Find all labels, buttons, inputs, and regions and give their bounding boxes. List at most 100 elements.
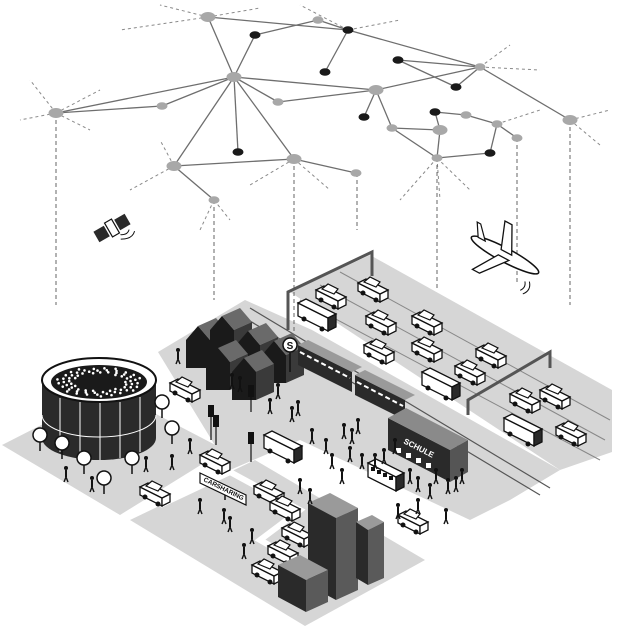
crowd-dot (120, 375, 124, 378)
network-node (562, 115, 578, 125)
network-node (386, 124, 398, 132)
network-link (277, 89, 377, 103)
crowd-dot (73, 376, 77, 380)
crowd-dot (83, 369, 86, 372)
vehicles (138, 276, 588, 586)
crowd-dot (138, 376, 142, 380)
network-spoke (159, 139, 175, 167)
crowd-dot (91, 371, 95, 375)
crowd-dot (131, 389, 135, 392)
car-icon (168, 376, 202, 404)
person-icon (381, 448, 387, 465)
crowd-dot (119, 391, 122, 395)
network-node (200, 12, 216, 22)
crowd-dot (96, 393, 99, 396)
train-car (298, 345, 352, 392)
crowd-dot (101, 390, 105, 394)
pedestrians (63, 348, 465, 560)
car-icon (453, 359, 487, 387)
crowd-dot (92, 367, 96, 371)
person-icon (237, 376, 243, 393)
stadium-icon (41, 357, 157, 460)
crowd-dot (57, 381, 60, 385)
crowd-dot (105, 369, 109, 372)
crowd-dot (73, 384, 77, 388)
network-node (232, 148, 244, 156)
network-spoke (129, 165, 175, 191)
crowd-dot (62, 377, 65, 380)
network-node (358, 113, 370, 121)
person-icon (415, 476, 421, 493)
person-icon (349, 428, 355, 445)
network-link (436, 152, 491, 159)
crowd-dot (103, 367, 106, 370)
crowd-dot (135, 385, 139, 389)
network-node (166, 161, 182, 171)
network-link (317, 19, 349, 31)
network-link (347, 29, 481, 68)
tree-icon (32, 427, 48, 451)
network-spoke (249, 158, 295, 186)
network-link (55, 105, 163, 114)
car-icon (396, 508, 430, 536)
airplane-icon (470, 219, 540, 295)
person-icon (241, 543, 247, 560)
network-node (511, 134, 523, 142)
network-node (156, 102, 168, 110)
truck-icon (262, 430, 304, 465)
s-bahn-label: S (287, 341, 294, 352)
person-icon (459, 468, 465, 485)
network-link (55, 76, 235, 114)
crowd-dot (119, 388, 123, 392)
crowd-dot (114, 373, 117, 377)
crowd-dot (124, 383, 128, 386)
person-icon (427, 483, 433, 500)
network-spoke (569, 119, 601, 146)
network-spoke (119, 16, 209, 31)
crowd-dot (122, 373, 126, 376)
network-node (484, 149, 496, 157)
network-link (489, 123, 498, 154)
tree-icon (96, 470, 112, 494)
crowd-dot (68, 376, 71, 380)
car-icon (252, 479, 286, 507)
network-link (173, 76, 235, 167)
train-car-top (298, 340, 362, 372)
crowd-dot (56, 378, 59, 381)
tree-icon (154, 394, 170, 418)
crowd-dot (136, 381, 139, 385)
person-icon (169, 454, 175, 471)
network-node (286, 154, 302, 164)
tree-icon (164, 420, 180, 444)
crowd-dot (81, 372, 84, 375)
crowd-dot (87, 370, 91, 374)
person-icon (309, 428, 315, 445)
network-node (429, 108, 441, 116)
person-icon (355, 418, 361, 435)
person-icon (372, 453, 378, 470)
car-icon (314, 283, 348, 311)
person-icon (187, 438, 193, 455)
car-icon (410, 336, 444, 364)
network-node (342, 26, 354, 34)
network-node (491, 120, 503, 128)
person-icon (453, 476, 459, 493)
train-car (355, 375, 405, 420)
bus-icon (366, 458, 406, 493)
network-link (233, 76, 377, 91)
car-icon (198, 448, 232, 476)
network-link (479, 66, 571, 121)
office-towers (278, 493, 384, 612)
crowd-dot (77, 388, 80, 391)
network-spoke (293, 158, 331, 191)
crowd-dot (124, 380, 127, 384)
gantry (286, 249, 374, 330)
network-link (254, 19, 319, 36)
crowd-dot (98, 371, 102, 374)
person-icon (323, 438, 329, 455)
crowd-dot (115, 371, 118, 375)
network-spoke (55, 89, 101, 114)
network-spoke (436, 157, 471, 191)
tree-icon (54, 435, 70, 459)
person-icon (407, 468, 413, 485)
